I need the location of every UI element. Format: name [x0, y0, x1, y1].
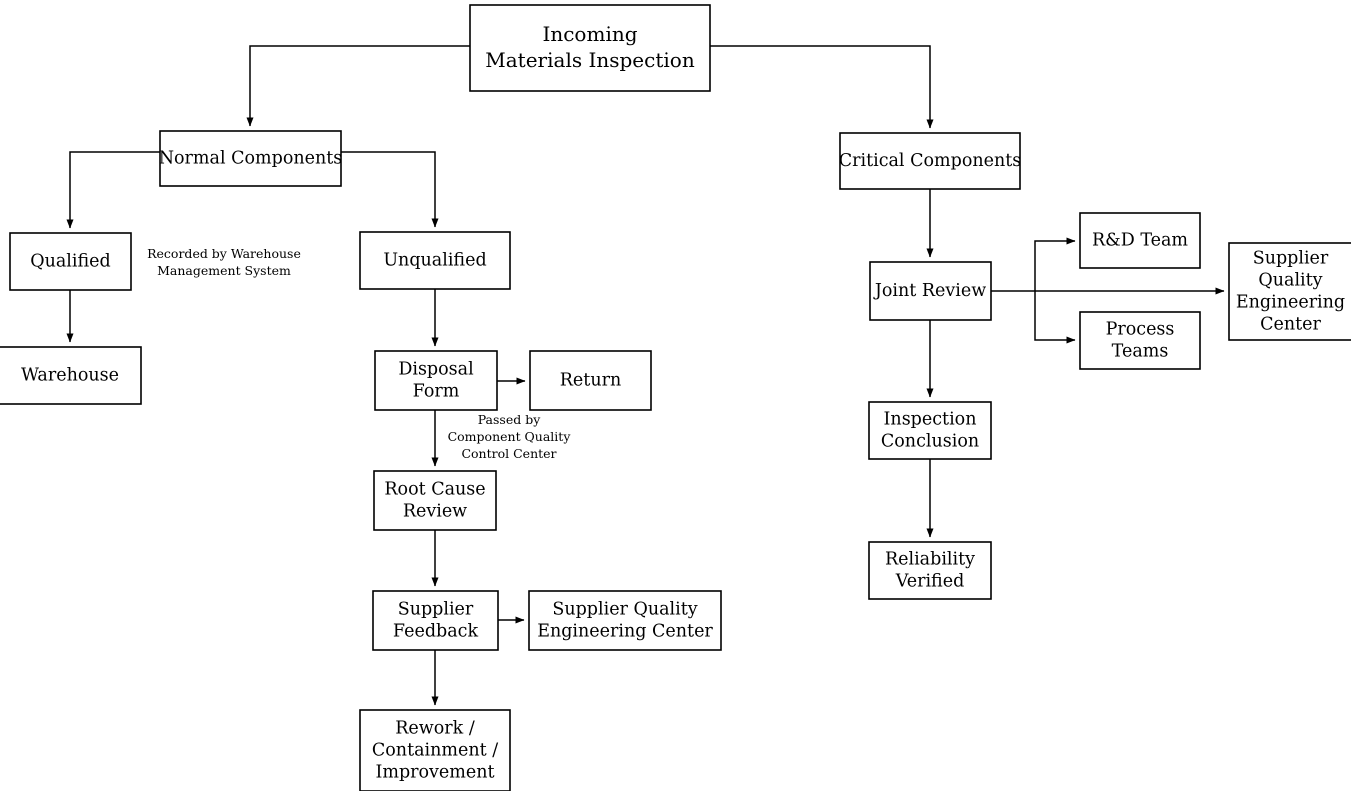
node-box-disposal-form [374, 350, 498, 411]
node-label-critical-components: Critical Components [839, 151, 1022, 171]
node-box-critical-components [839, 132, 1021, 190]
node-rd-team[interactable]: R&D Team [1079, 212, 1201, 269]
node-box-rework-containment-improvement [359, 709, 511, 791]
node-label-joint-review: Joint Review [873, 281, 986, 301]
node-box-return [529, 350, 652, 411]
edge-joint-review-to-process-teams [1034, 291, 1076, 344]
node-box-qualified [9, 232, 132, 291]
node-label-return: Return [560, 370, 621, 390]
node-critical-components[interactable]: Critical Components [839, 132, 1022, 190]
node-label-warehouse: Warehouse [21, 365, 119, 385]
edge-normal-to-unqualified [341, 151, 439, 228]
node-warehouse[interactable]: Warehouse [0, 346, 142, 405]
node-box-unqualified [359, 231, 511, 290]
node-label-qualified: Qualified [30, 251, 110, 271]
node-box-joint-review [869, 261, 992, 321]
node-qualified[interactable]: Qualified [9, 232, 132, 291]
edge-root-to-critical [710, 45, 934, 129]
node-label-rd-team: R&D Team [1092, 230, 1188, 250]
node-label-rework-containment-improvement: Rework /Containment /Improvement [372, 718, 498, 782]
node-box-normal-components [159, 130, 342, 187]
node-box-rd-team [1079, 212, 1201, 269]
node-return[interactable]: Return [529, 350, 652, 411]
node-joint-review[interactable]: Joint Review [869, 261, 992, 321]
node-unqualified[interactable]: Unqualified [359, 231, 511, 290]
node-box-root-cause-review [373, 470, 497, 531]
node-rework-containment-improvement[interactable]: Rework /Containment /Improvement [359, 709, 511, 791]
edge-root-to-normal [246, 45, 470, 127]
edge-joint-review-to-rd-team [991, 237, 1076, 292]
node-label-normal-components: Normal Components [159, 148, 343, 168]
node-box-supplier-quality-engineering-center-mid [528, 590, 722, 651]
node-normal-components[interactable]: Normal Components [159, 130, 343, 187]
node-box-supplier-feedback [372, 590, 499, 651]
edge-normal-to-qualified [66, 151, 160, 229]
node-box-warehouse [0, 346, 142, 405]
edges-layer [66, 45, 1225, 706]
node-box-reliability-verified [868, 541, 992, 600]
node-box-inspection-conclusion [868, 401, 992, 460]
node-box-process-teams [1079, 311, 1201, 370]
node-box-supplier-quality-engineering-center-right [1228, 242, 1351, 341]
node-box-incoming-materials-inspection [469, 4, 711, 92]
node-label-unqualified: Unqualified [383, 250, 486, 270]
